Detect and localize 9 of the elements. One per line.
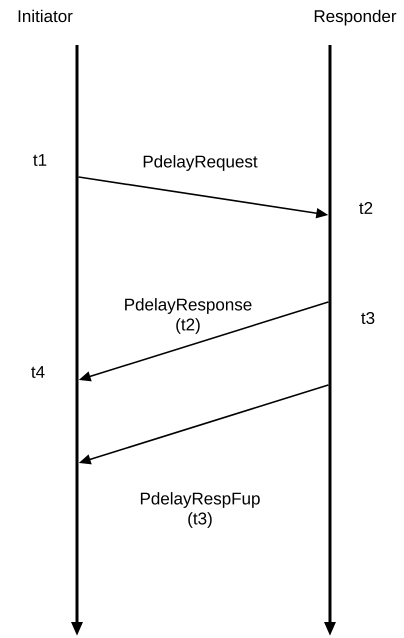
time-label: t2 [359,202,372,214]
edge-label: PdelayResponse (t2) [125,298,252,334]
edge-label: PdelayRequest [144,155,258,171]
time-label: t4 [31,366,45,378]
lifeline-label: Responder [314,10,396,26]
time-label: t3 [361,312,374,324]
edge-label: PdelayRespFup (t3) [140,492,260,528]
lifeline-label: Initiator [18,10,73,22]
time-label: t1 [33,154,46,166]
